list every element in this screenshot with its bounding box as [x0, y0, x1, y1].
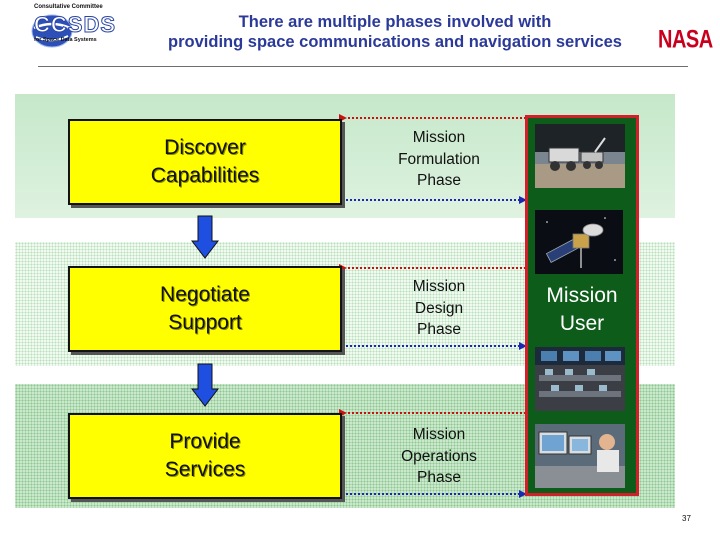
- title-line-1: There are multiple phases involved with: [238, 13, 552, 31]
- down-arrow-icon: [191, 215, 219, 259]
- phase-2-line-3: Phase: [417, 321, 461, 338]
- rover-photo-icon: [535, 124, 625, 188]
- mission-design-phase-label: Mission Design Phase: [374, 276, 504, 341]
- connector-group-3: [339, 409, 527, 498]
- phase-3-line-2: Operations: [401, 447, 477, 465]
- slide-title: There are multiple phases involved with …: [140, 12, 650, 52]
- ccsds-globe-icon: [31, 14, 73, 48]
- ccsds-logo: [30, 6, 142, 56]
- title-line-2: providing space communications and navig…: [168, 33, 622, 51]
- page-number: 37: [682, 514, 691, 523]
- logo-org-line3: for Space Data Systems: [34, 37, 97, 43]
- user-line-2: User: [559, 312, 605, 335]
- box-1-line-2: Capabilities: [150, 164, 260, 187]
- connector-group-1: [339, 114, 527, 204]
- logo-wordmark: CCSDS: [33, 12, 117, 38]
- header-divider: [38, 66, 688, 67]
- phase-1-line-3: Phase: [417, 172, 461, 189]
- mission-user-label: Mission User: [526, 282, 638, 338]
- phase-1-line-2: Formulation: [398, 150, 480, 168]
- phase-3-line-1: Mission: [412, 426, 466, 443]
- connector-group-2: [339, 264, 527, 350]
- phase-1-line-1: Mission: [412, 129, 466, 146]
- spacecraft-photo-icon: [535, 210, 623, 274]
- box-3-line-1: Provide: [169, 430, 241, 453]
- mission-operations-phase-label: Mission Operations Phase: [374, 424, 504, 489]
- operator-photo-icon: [535, 424, 625, 488]
- phase-2-line-1: Mission: [412, 278, 466, 295]
- mission-formulation-phase-label: Mission Formulation Phase: [374, 127, 504, 192]
- phase-3-line-3: Phase: [417, 469, 461, 486]
- control-room-photo-icon: [535, 347, 625, 411]
- box-2-line-1: Negotiate: [160, 283, 250, 306]
- box-2-line-2: Support: [168, 311, 242, 334]
- nasa-logo: NASA: [658, 26, 713, 54]
- down-arrow-icon: [191, 363, 219, 407]
- box-1-line-1: Discover: [164, 136, 246, 159]
- logo-org-line1: Consultative Committee: [34, 4, 103, 10]
- user-line-1: Mission: [546, 284, 618, 307]
- phase-2-line-2: Design: [414, 299, 464, 317]
- box-3-line-2: Services: [164, 458, 246, 481]
